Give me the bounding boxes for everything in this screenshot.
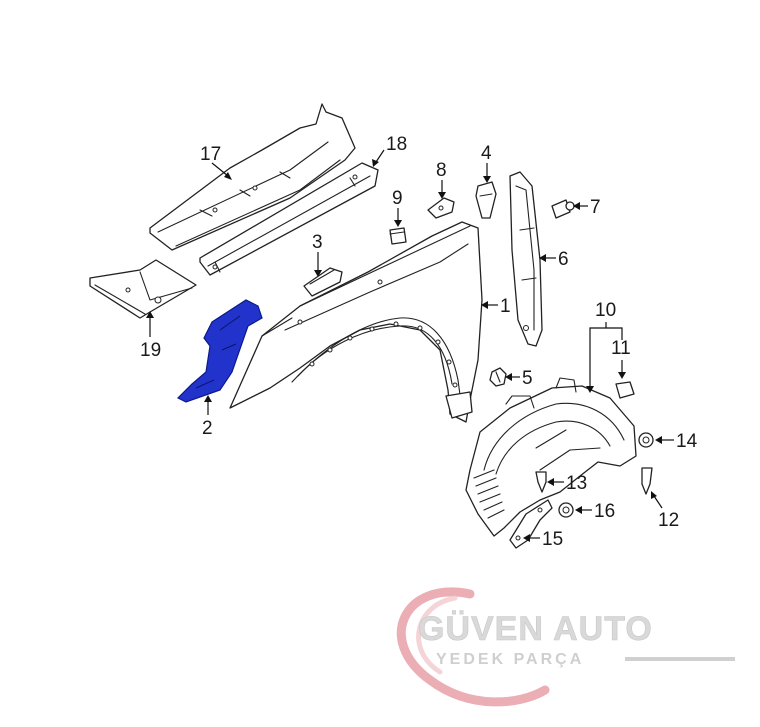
part-2-bracket bbox=[176, 299, 263, 403]
callout-9: 9 bbox=[392, 188, 403, 209]
fender-clips bbox=[297, 279, 458, 388]
callout-2: 2 bbox=[202, 418, 213, 439]
watermark-swoosh bbox=[396, 587, 550, 707]
part-17-rail bbox=[149, 103, 356, 251]
part-4-clip bbox=[475, 181, 497, 219]
part-9-grommet bbox=[389, 227, 407, 245]
part-1-fender bbox=[229, 221, 483, 423]
callout-4: 4 bbox=[481, 143, 492, 164]
callout-14: 14 bbox=[676, 431, 698, 452]
callout-8: 8 bbox=[436, 160, 447, 181]
callout-10: 10 bbox=[595, 300, 616, 321]
part-3-bracket bbox=[303, 267, 343, 297]
part-10-liner bbox=[465, 377, 637, 537]
callout-11: 11 bbox=[611, 338, 631, 359]
part-16-nut bbox=[558, 502, 574, 518]
callout-7: 7 bbox=[590, 197, 601, 218]
part-18-strip bbox=[199, 162, 379, 276]
part-12-bolt bbox=[641, 467, 653, 495]
leader-lines bbox=[146, 149, 674, 542]
callout-17: 17 bbox=[200, 144, 221, 165]
callout-1: 1 bbox=[500, 296, 511, 317]
part-8-clip bbox=[427, 197, 455, 219]
part-7-pushclip bbox=[551, 199, 575, 219]
watermark-brand: GÜVEN AUTO bbox=[418, 610, 653, 648]
callout-12: 12 bbox=[658, 510, 679, 531]
part-6-seal bbox=[509, 171, 543, 347]
watermark: GÜVEN AUTO YEDEK PARÇA bbox=[396, 587, 735, 707]
callout-3: 3 bbox=[312, 232, 323, 253]
callout-6: 6 bbox=[558, 249, 569, 270]
callout-16: 16 bbox=[594, 501, 615, 522]
liner-vents bbox=[473, 469, 505, 519]
part-19-plate bbox=[89, 259, 197, 319]
callout-15: 15 bbox=[542, 529, 563, 550]
part-13-bolt bbox=[535, 471, 547, 493]
part-11-clip bbox=[615, 381, 635, 399]
callout-5: 5 bbox=[522, 368, 533, 389]
watermark-tagline: YEDEK PARÇA bbox=[436, 651, 584, 668]
part-5-bolt bbox=[489, 367, 507, 387]
callout-18: 18 bbox=[386, 134, 407, 155]
part-15-bracket bbox=[509, 499, 553, 549]
callout-19: 19 bbox=[140, 340, 161, 361]
callout-labels: 17 18 19 2 3 9 8 4 7 6 1 5 10 11 14 12 1… bbox=[140, 134, 698, 550]
part-14-nut bbox=[638, 432, 654, 448]
watermark-swoosh-inner bbox=[416, 595, 458, 675]
part-2-shape bbox=[176, 299, 263, 403]
callout-13: 13 bbox=[566, 473, 587, 494]
